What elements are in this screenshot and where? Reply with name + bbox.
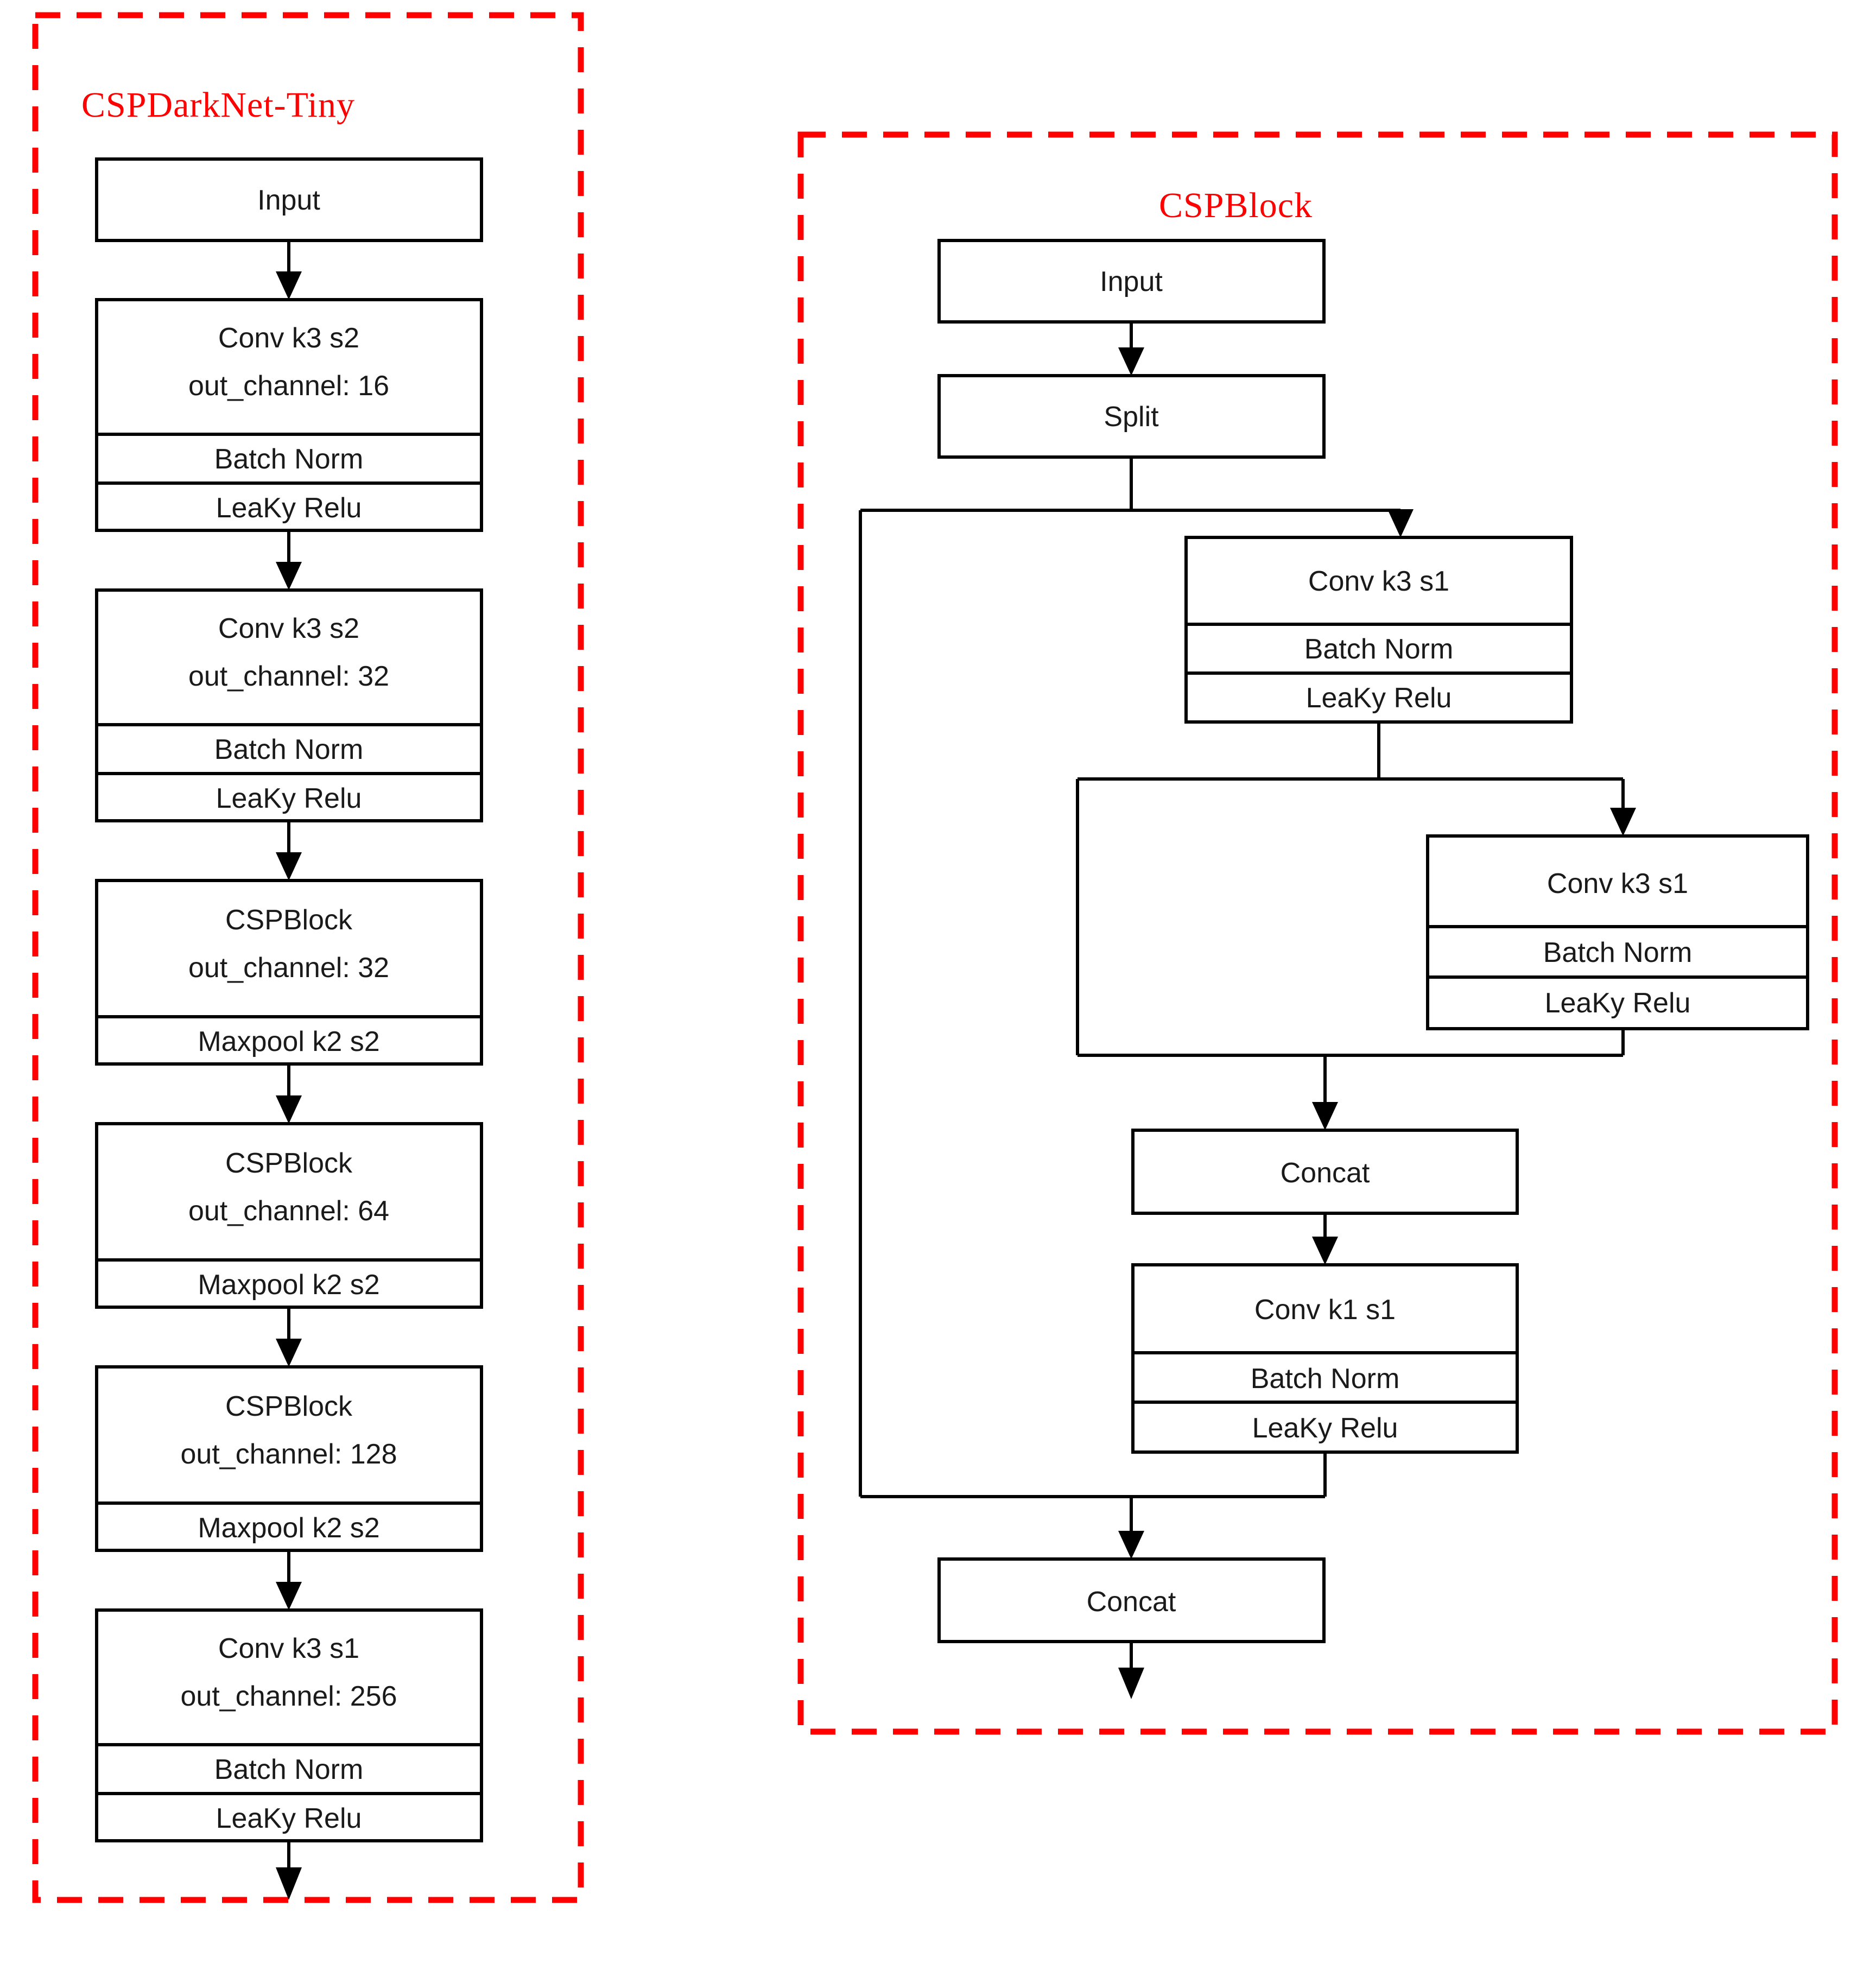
node-label-cspblock: CSPBlock [225, 904, 353, 936]
node-input-left: Input [95, 157, 483, 242]
node-concat-2: Concat [937, 1557, 1326, 1643]
edge-merge-to-concat-2 [860, 1452, 1327, 1559]
node-label-leaky-relu: LeaKy Relu [216, 783, 362, 814]
edge-conv256-to-output [276, 1841, 302, 1900]
node-concat-1: Concat [1131, 1129, 1519, 1215]
node-label-maxpool: Maxpool k2 s2 [198, 1026, 379, 1057]
node-label-batch-norm: Batch Norm [1304, 633, 1454, 665]
node-label-out-channel: out_channel: 32 [188, 952, 389, 984]
edge-conv16-to-conv32 [276, 530, 302, 590]
node-label-leaky-relu: LeaKy Relu [216, 492, 362, 524]
node-label-leaky-relu: LeaKy Relu [1252, 1412, 1398, 1444]
edge-csp64-to-csp128 [276, 1307, 302, 1367]
node-label-leaky-relu: LeaKy Relu [216, 1803, 362, 1834]
node-label-out-channel: out_channel: 256 [180, 1681, 397, 1712]
node-conv-k3-s1-a: Conv k3 s1 Batch Norm LeaKy Relu [1184, 536, 1573, 724]
cspblock-title: CSPBlock [1159, 186, 1313, 225]
edge-conv32-to-csp32 [276, 821, 302, 880]
node-cspblock-32: CSPBlock out_channel: 32 Maxpool k2 s2 [95, 879, 483, 1066]
node-cspblock-128: CSPBlock out_channel: 128 Maxpool k2 s2 [95, 1365, 483, 1552]
node-label-split: Split [1104, 401, 1159, 433]
edge-csp128-to-conv256 [276, 1550, 302, 1610]
edge-merge-to-concat-1 [1078, 1029, 1625, 1130]
cspdarknet-tiny-frame [32, 12, 584, 1903]
node-label-input: Input [257, 185, 320, 216]
node-label-conv: Conv k3 s2 [218, 322, 359, 354]
node-label-input: Input [1100, 266, 1163, 297]
node-conv-k3-s2-32: Conv k3 s2 out_channel: 32 Batch Norm Le… [95, 588, 483, 822]
edge-split-fanout [859, 457, 1414, 1497]
node-conv-k3-s1-b: Conv k3 s1 Batch Norm LeaKy Relu [1426, 834, 1809, 1030]
node-label-leaky-relu: LeaKy Relu [1306, 682, 1452, 714]
node-label-batch-norm: Batch Norm [214, 1754, 364, 1785]
edge-input-to-split [1118, 322, 1144, 376]
node-label-batch-norm: Batch Norm [1543, 937, 1693, 968]
node-label-maxpool: Maxpool k2 s2 [198, 1269, 379, 1301]
node-label-conv: Conv k1 s1 [1254, 1294, 1396, 1326]
cspdarknet-tiny-title: CSPDarkNet-Tiny [81, 85, 355, 125]
edge-concat2-to-output [1118, 1642, 1144, 1699]
node-label-concat: Concat [1281, 1157, 1370, 1189]
cspblock-frame [797, 131, 1838, 1735]
node-label-conv: Conv k3 s1 [1308, 566, 1449, 597]
node-label-concat: Concat [1087, 1586, 1176, 1618]
edge-csp32-to-csp64 [276, 1064, 302, 1124]
node-cspblock-64: CSPBlock out_channel: 64 Maxpool k2 s2 [95, 1122, 483, 1309]
node-label-conv: Conv k3 s1 [1547, 868, 1688, 899]
node-label-conv: Conv k3 s2 [218, 613, 359, 644]
edge-input-to-conv16 [276, 240, 302, 300]
node-conv-k3-s2-16: Conv k3 s2 out_channel: 16 Batch Norm Le… [95, 298, 483, 532]
node-label-out-channel: out_channel: 128 [180, 1439, 397, 1470]
node-label-out-channel: out_channel: 64 [188, 1195, 389, 1227]
node-label-maxpool: Maxpool k2 s2 [198, 1512, 379, 1544]
node-label-batch-norm: Batch Norm [214, 734, 364, 765]
node-label-conv: Conv k3 s1 [218, 1633, 359, 1664]
node-label-batch-norm: Batch Norm [1251, 1363, 1400, 1395]
node-label-out-channel: out_channel: 16 [188, 370, 389, 402]
edge-conv-a-fanout [1076, 722, 1636, 1055]
node-label-leaky-relu: LeaKy Relu [1545, 987, 1691, 1019]
node-label-batch-norm: Batch Norm [214, 444, 364, 475]
node-label-cspblock: CSPBlock [225, 1391, 353, 1422]
node-label-cspblock: CSPBlock [225, 1148, 353, 1179]
node-conv-k1-s1: Conv k1 s1 Batch Norm LeaKy Relu [1131, 1263, 1519, 1454]
edge-concat1-to-conv-k1 [1312, 1213, 1338, 1265]
node-conv-k3-s1-256: Conv k3 s1 out_channel: 256 Batch Norm L… [95, 1608, 483, 1842]
node-label-out-channel: out_channel: 32 [188, 661, 389, 692]
node-input-right: Input [937, 239, 1326, 324]
node-split: Split [937, 374, 1326, 459]
